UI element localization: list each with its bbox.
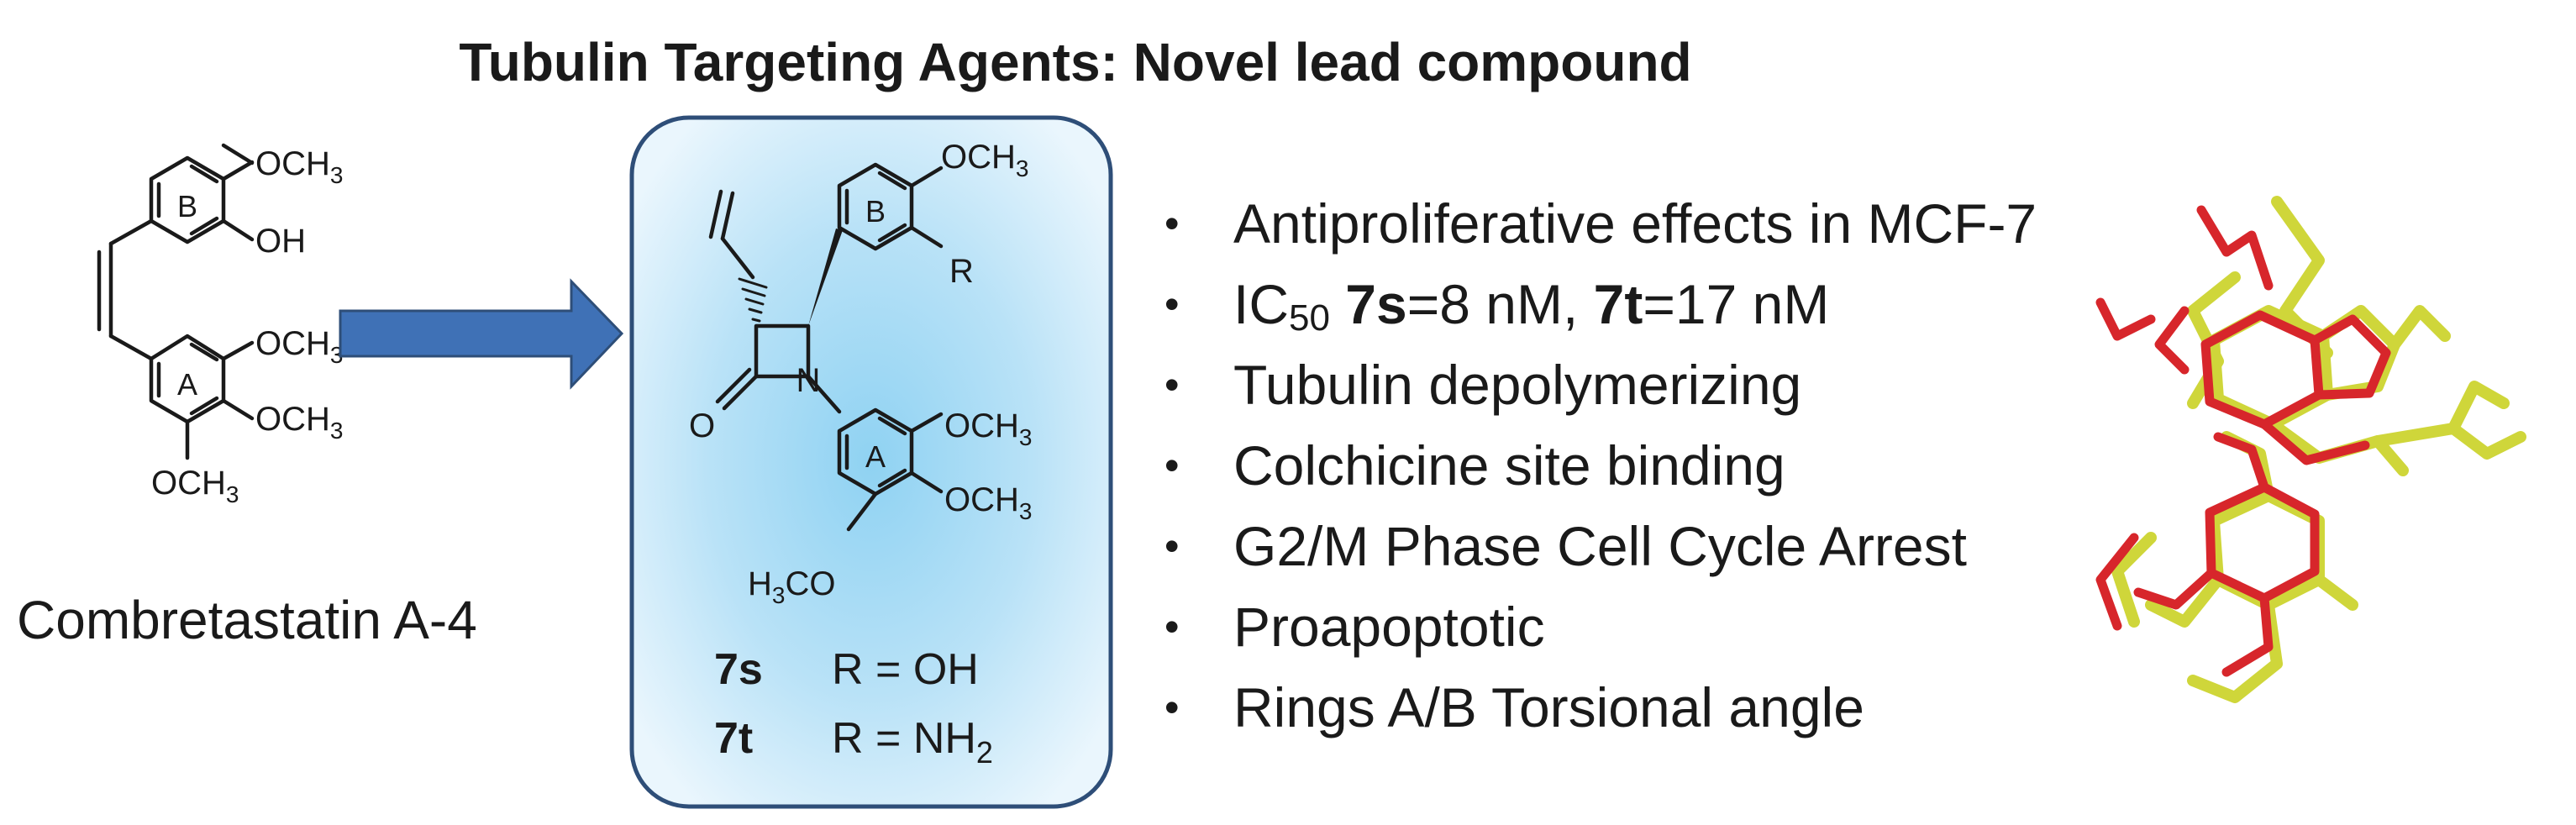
- bullet-icon: •: [1164, 281, 1180, 328]
- lead-compound-structure: [708, 162, 944, 532]
- bullet-text-ic50: IC50 7s=8 nM, 7t=17 nM: [1233, 273, 1830, 339]
- bullet-icon: •: [1164, 361, 1180, 408]
- superimposed-3d-structures-icon: [2095, 196, 2526, 703]
- bullet-text: Rings A/B Torsional angle: [1233, 676, 1864, 738]
- lead-ring-a-label: A: [865, 439, 886, 474]
- bullet-text: Colchicine site binding: [1233, 434, 1785, 497]
- lead-ring-b-label: B: [865, 194, 886, 229]
- lead-och3-a1: OCH3: [944, 407, 1032, 450]
- cbt-och3-top: OCH3: [255, 145, 343, 188]
- ring-a-label: A: [177, 367, 197, 402]
- compound-7s-id: 7s: [714, 645, 763, 694]
- lead-nitrogen: N: [796, 362, 821, 399]
- lead-och3-a2: OCH3: [944, 481, 1032, 524]
- bullet-text: Antiproliferative effects in MCF-7: [1233, 192, 2037, 255]
- model-red-structure: [2095, 205, 2391, 677]
- list-item: • Colchicine site binding: [1159, 425, 2037, 506]
- bullet-icon: •: [1164, 523, 1180, 570]
- cbt-oh: OH: [255, 223, 306, 260]
- lead-r-group: R: [949, 253, 974, 290]
- properties-list: • Antiproliferative effects in MCF-7 • IC5…: [1159, 183, 2037, 748]
- cbt-och3-3: OCH3: [151, 465, 239, 507]
- compound-7t-definition: R = NH2: [832, 714, 993, 770]
- combretastatin-structure: [97, 143, 255, 460]
- bullet-icon: •: [1164, 200, 1180, 247]
- list-item: • Rings A/B Torsional angle: [1159, 667, 2037, 748]
- lead-h3co: H3CO: [748, 565, 835, 608]
- list-item: • IC50 7s=8 nM, 7t=17 nM: [1159, 264, 2037, 344]
- bullet-icon: •: [1164, 442, 1180, 489]
- cbt-och3-2: OCH3: [255, 401, 343, 444]
- combretastatin-name: Combretastatin A-4: [17, 590, 477, 650]
- compound-7t-id: 7t: [714, 714, 753, 763]
- lead-compound-panel: [629, 115, 1113, 809]
- list-item: • Proapoptotic: [1159, 586, 2037, 667]
- page-title: Tubulin Targeting Agents: Novel lead com…: [459, 32, 1691, 92]
- bullet-icon: •: [1164, 684, 1180, 731]
- bullet-text: G2/M Phase Cell Cycle Arrest: [1233, 515, 1967, 577]
- right-arrow-icon: [339, 278, 624, 390]
- list-item: • Antiproliferative effects in MCF-7: [1159, 183, 2037, 264]
- bullet-text: Proapoptotic: [1233, 596, 1545, 658]
- list-item: • G2/M Phase Cell Cycle Arrest: [1159, 506, 2037, 586]
- cbt-och3-1: OCH3: [255, 325, 343, 368]
- ring-b-label: B: [177, 189, 197, 223]
- model-yellow-structure: [2111, 196, 2526, 703]
- list-item: • Tubulin depolymerizing: [1159, 344, 2037, 425]
- lead-och3-top: OCH3: [941, 139, 1028, 181]
- bullet-text: Tubulin depolymerizing: [1233, 354, 1802, 416]
- lead-carbonyl-oxygen: O: [689, 407, 715, 444]
- bullet-icon: •: [1164, 603, 1180, 650]
- compound-7s-definition: R = OH: [832, 645, 979, 694]
